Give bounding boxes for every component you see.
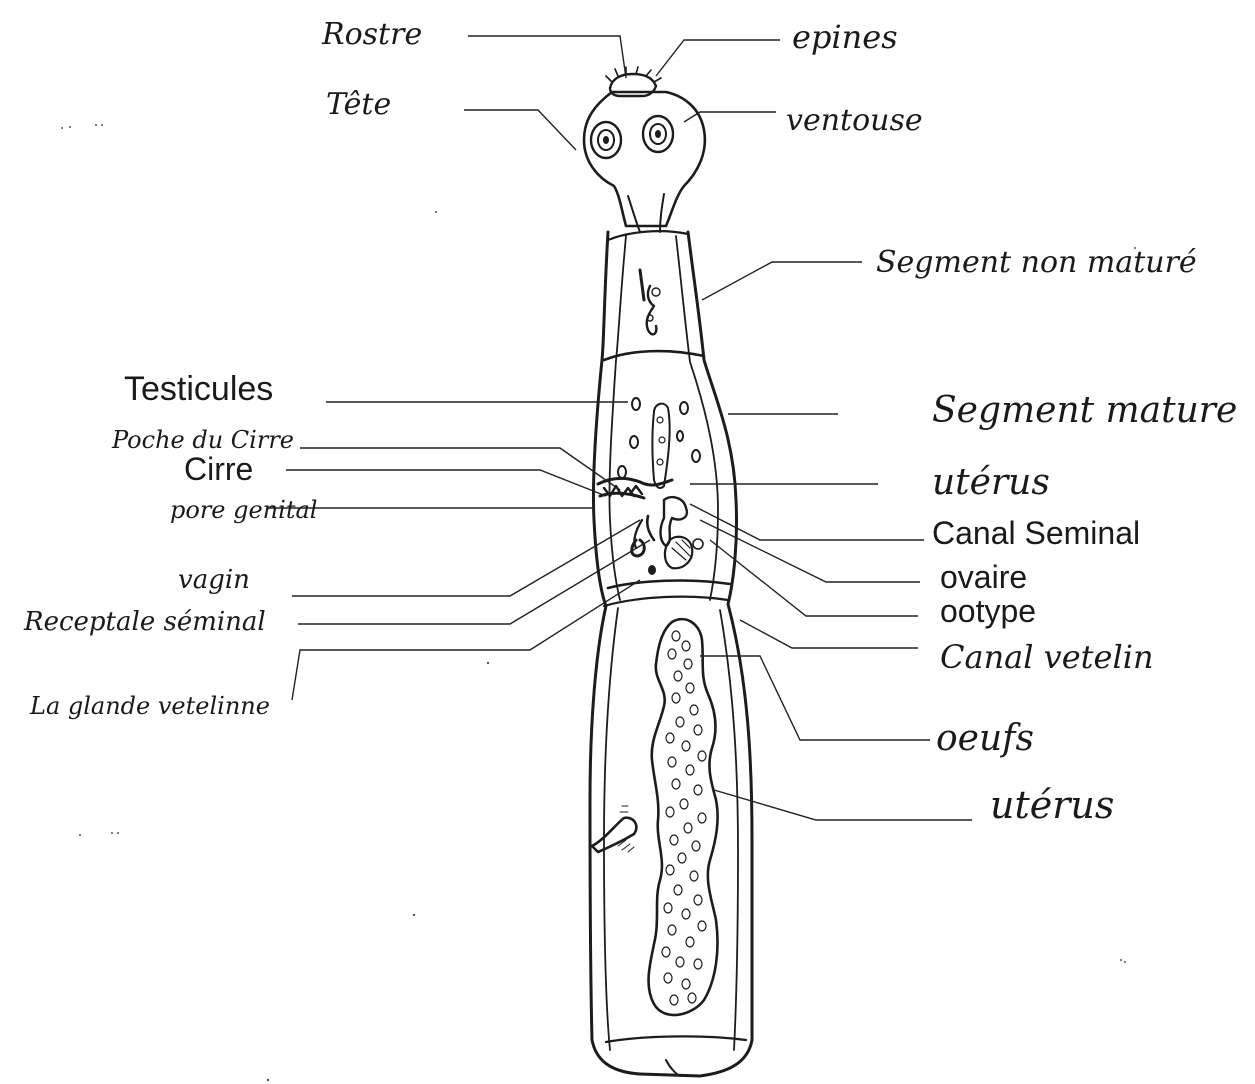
label-tete: Tête (326, 87, 391, 122)
label-uterus-1: utérus (932, 462, 1050, 503)
eggs (662, 631, 706, 1005)
label-ovaire: ovaire (940, 559, 1027, 595)
leader-lines (268, 36, 972, 820)
scolex (584, 67, 705, 232)
label-uterus-2: utérus (990, 783, 1114, 827)
body-inner-right (676, 236, 738, 1050)
label-pore-genital: pore genital (170, 496, 317, 524)
labels: Rostre epines Tête ventouse Segment non … (23, 17, 1237, 827)
label-testicules: Testicules (124, 370, 273, 408)
label-ventouse: ventouse (786, 103, 923, 138)
pore-hatching (618, 806, 634, 852)
sucker-left (591, 122, 621, 158)
gravid-segment-top (604, 597, 728, 606)
gravid-uterus-outline (649, 619, 718, 1015)
head-outline (584, 92, 705, 226)
gravid-segment-bottom (606, 1036, 746, 1042)
label-receptacle-seminal: Receptale séminal (23, 607, 266, 637)
gravid-genital-pore (592, 818, 636, 852)
label-vagin: vagin (178, 565, 250, 595)
label-segment-non-mature: Segment non maturé (876, 245, 1197, 280)
mature-uterus (653, 404, 670, 488)
label-poche-du-cirre: Poche du Cirre (111, 426, 294, 454)
label-segment-mature: Segment mature (932, 390, 1237, 431)
body-outer-left (590, 232, 640, 1074)
label-rostre: Rostre (321, 17, 422, 52)
label-glande-vitelline: La glande vetelinne (29, 692, 270, 720)
gravid-uterus (649, 619, 718, 1015)
testes (618, 398, 700, 478)
label-epines: epines (792, 18, 898, 56)
mature-segment-organs (598, 398, 703, 575)
strobila (590, 231, 752, 1076)
sucker-right (643, 116, 673, 152)
label-cirre: Cirre (184, 451, 253, 487)
label-ootype: ootype (940, 593, 1036, 629)
label-canal-vitellin: Canal vetelin (940, 638, 1154, 676)
label-oeufs: oeufs (936, 718, 1034, 759)
immature-segment-organs (640, 270, 660, 334)
label-canal-seminal: Canal Seminal (932, 515, 1140, 551)
